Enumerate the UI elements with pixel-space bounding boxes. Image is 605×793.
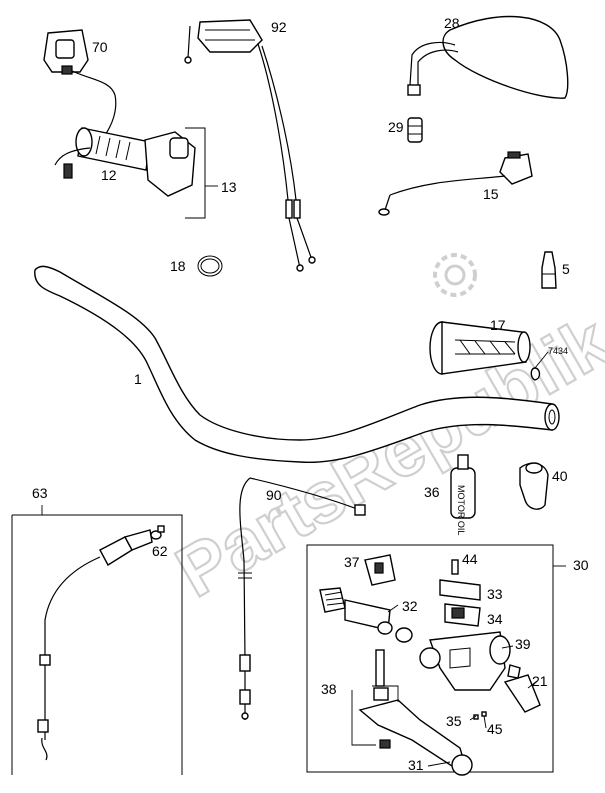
part-39-master-cylinder xyxy=(419,631,511,691)
callout-32: 32 xyxy=(402,598,418,614)
part-31-clutch-lever xyxy=(358,699,473,776)
part-34-diaphragm xyxy=(444,603,481,627)
part-5-glue-tube xyxy=(541,251,557,289)
callout-36: 36 xyxy=(424,484,440,500)
watermark-gear-icon xyxy=(433,253,477,297)
callout-39: 39 xyxy=(515,636,531,652)
part-63-panel xyxy=(11,505,183,775)
part-92-throttle-cables xyxy=(184,19,316,272)
bottle-label: MOTOR OIL xyxy=(456,485,466,535)
part-90-clutch-cable xyxy=(238,477,366,720)
part-36-oil-bottle: MOTOR OIL xyxy=(450,454,476,535)
callout-29: 29 xyxy=(388,119,404,135)
callout-63: 63 xyxy=(32,485,48,501)
part-13-bracket-lines xyxy=(185,127,218,219)
part-29-mirror-adapter xyxy=(407,117,423,143)
part-7434-grip-insert xyxy=(530,351,549,381)
part-28-mirror xyxy=(407,15,569,99)
callout-30: 30 xyxy=(573,557,589,573)
part-21-adjuster xyxy=(503,664,541,713)
callout-labels: 70 12 13 92 28 29 15 18 5 17 7434 1 36 4… xyxy=(32,15,589,773)
callout-33: 33 xyxy=(487,586,503,602)
callout-45: 45 xyxy=(487,721,503,737)
callout-35: 35 xyxy=(446,713,462,729)
part-38-pivot-bolt xyxy=(351,649,391,749)
part-17-grip xyxy=(429,321,531,375)
part-33-cover xyxy=(439,579,481,601)
callout-18: 18 xyxy=(170,258,186,274)
part-30-panel xyxy=(306,544,566,773)
callout-62: 62 xyxy=(152,543,168,559)
callout-40: 40 xyxy=(552,468,568,484)
part-15-kill-switch xyxy=(378,151,533,216)
part-37-clamp xyxy=(364,554,396,586)
part-1-handlebar xyxy=(34,265,560,464)
callout-5: 5 xyxy=(562,261,570,277)
callout-15: 15 xyxy=(483,186,499,202)
part-44-screw xyxy=(451,559,459,575)
callout-31: 31 xyxy=(408,757,424,773)
callout-38: 38 xyxy=(321,681,337,697)
callout-7434: 7434 xyxy=(548,346,568,356)
callout-28: 28 xyxy=(444,15,460,31)
part-32-piston xyxy=(319,587,413,643)
part-18-cable-clamp xyxy=(197,255,223,277)
callout-12: 12 xyxy=(101,167,117,183)
callout-17: 17 xyxy=(490,317,506,333)
callout-92: 92 xyxy=(271,19,287,35)
callout-34: 34 xyxy=(487,611,503,627)
part-70-switch xyxy=(43,29,117,136)
part-40-fitting xyxy=(519,462,549,510)
callout-13: 13 xyxy=(221,179,237,195)
callout-37: 37 xyxy=(344,554,360,570)
leader-lines xyxy=(372,604,538,767)
callout-90: 90 xyxy=(266,487,282,503)
callout-70: 70 xyxy=(92,39,108,55)
part-12-throttle-grip xyxy=(54,127,196,197)
callout-44: 44 xyxy=(462,551,478,567)
callout-1: 1 xyxy=(134,371,142,387)
callout-21: 21 xyxy=(532,673,548,689)
part-62-nut xyxy=(157,525,165,533)
